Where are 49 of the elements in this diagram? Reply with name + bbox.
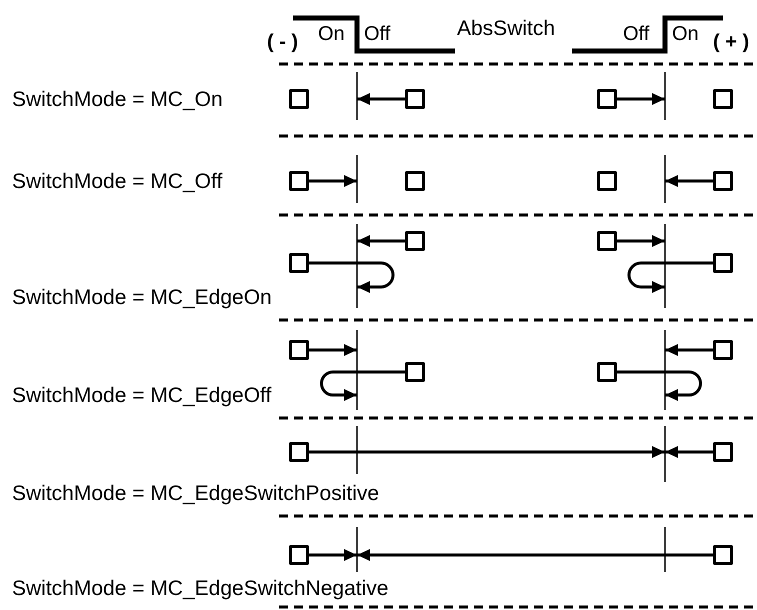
start-position-box bbox=[713, 253, 733, 273]
start-position-box bbox=[289, 340, 309, 360]
mode-label: SwitchMode = MC_Off bbox=[12, 170, 222, 192]
direction-label: ( + ) bbox=[713, 32, 750, 52]
mode-label: SwitchMode = MC_EdgeOn bbox=[12, 286, 272, 308]
start-position-box bbox=[289, 545, 309, 565]
start-position-box bbox=[289, 171, 309, 191]
arrow bbox=[628, 262, 713, 293]
start-position-box bbox=[713, 442, 733, 462]
start-position-box bbox=[597, 231, 617, 251]
start-position-box bbox=[405, 231, 425, 251]
arrow bbox=[617, 235, 665, 247]
start-position-box bbox=[713, 340, 733, 360]
direction-label: ( - ) bbox=[267, 32, 298, 52]
arrow bbox=[357, 93, 405, 105]
switch-state-label: Off bbox=[623, 24, 650, 44]
arrow bbox=[617, 93, 665, 105]
start-position-box bbox=[405, 171, 425, 191]
arrow bbox=[665, 446, 713, 458]
arrow bbox=[320, 370, 405, 401]
start-position-box bbox=[405, 362, 425, 382]
mode-label: SwitchMode = MC_EdgeSwitchPositive bbox=[12, 482, 380, 504]
arrow bbox=[309, 175, 357, 187]
start-position-box bbox=[289, 89, 309, 109]
arrow bbox=[309, 344, 357, 356]
arrow bbox=[309, 549, 357, 561]
mode-label: SwitchMode = MC_EdgeSwitchNegative bbox=[12, 578, 388, 598]
arrow bbox=[617, 370, 702, 401]
switch-state-label: Off bbox=[364, 24, 390, 44]
start-position-box bbox=[597, 171, 617, 191]
arrow bbox=[665, 344, 713, 356]
start-position-box bbox=[713, 89, 733, 109]
arrow bbox=[665, 175, 713, 187]
signal-name: AbsSwitch bbox=[457, 18, 556, 38]
start-position-box bbox=[597, 362, 617, 382]
arrow bbox=[357, 549, 713, 561]
arrow bbox=[357, 235, 405, 247]
arrow bbox=[309, 446, 665, 458]
start-position-box bbox=[713, 545, 733, 565]
start-position-box bbox=[405, 89, 425, 109]
start-position-box bbox=[289, 442, 309, 462]
start-position-box bbox=[597, 89, 617, 109]
switch-state-label: On bbox=[672, 24, 699, 44]
mode-label: SwitchMode = MC_On bbox=[12, 88, 223, 110]
arrow bbox=[309, 262, 394, 293]
start-position-box bbox=[289, 253, 309, 273]
start-position-box bbox=[713, 171, 733, 191]
switch-state-label: On bbox=[318, 24, 345, 44]
mode-label: SwitchMode = MC_EdgeOff bbox=[12, 384, 272, 406]
